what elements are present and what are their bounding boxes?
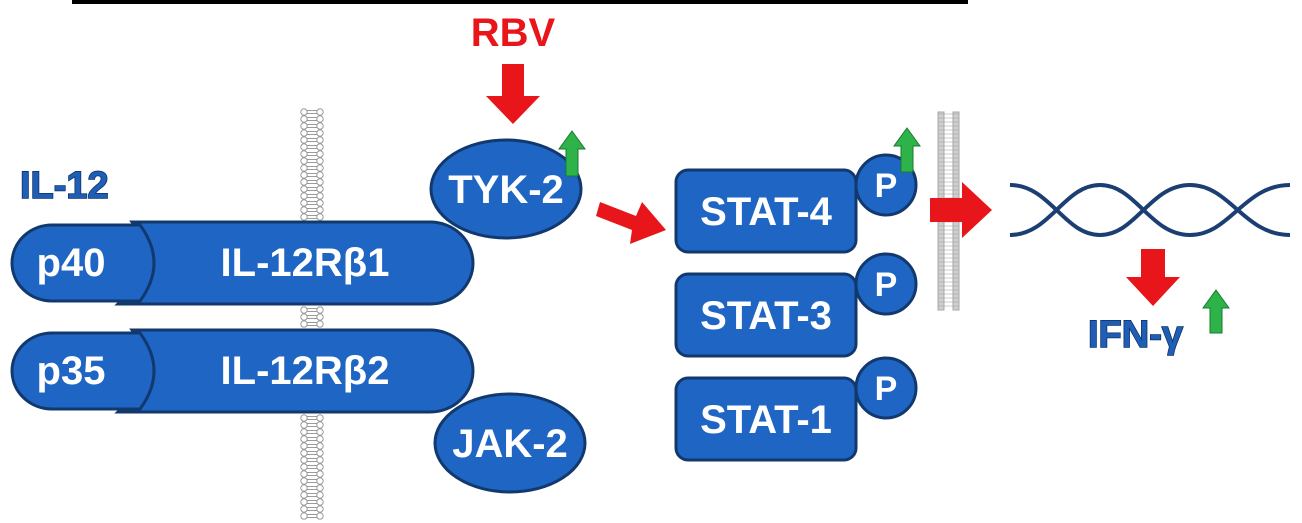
transcription-arrow-icon — [1126, 249, 1180, 306]
nuclear-entry-arrow-icon — [930, 182, 992, 238]
il12-label: IL-12 — [20, 165, 109, 207]
stat3-label: STAT-3 — [700, 294, 832, 338]
stat4-box — [674, 168, 858, 254]
stat3-phospho — [854, 252, 918, 316]
rbv-down-arrow-icon — [486, 64, 540, 124]
rbv-label: RBV — [471, 11, 556, 55]
p40-subunit — [10, 223, 156, 303]
tyk2-up-arrow-icon — [558, 130, 586, 177]
ifn-gamma-label: IFN-γ — [1088, 314, 1183, 356]
tyk2-label: TYK-2 — [448, 168, 564, 212]
p35-subunit — [10, 331, 156, 411]
stat4-phospho-label: P — [875, 167, 898, 205]
stat4-label: STAT-4 — [700, 190, 833, 234]
stat1-box — [674, 376, 858, 462]
jak2-label: JAK-2 — [452, 422, 568, 466]
stat3-phospho-label: P — [875, 266, 898, 304]
dna-helix-icon — [1009, 182, 1291, 238]
p35-label: p35 — [37, 349, 106, 393]
top-rule — [72, 0, 968, 4]
p40-label: p40 — [37, 241, 106, 285]
receptor-beta1-label: IL-12Rβ1 — [221, 241, 390, 285]
stat4-up-arrow-icon — [893, 127, 921, 173]
membrane-bilayer-icon — [300, 108, 324, 520]
tyk2-kinase — [429, 138, 583, 240]
jak2-kinase — [433, 392, 587, 494]
stat1-label: STAT-1 — [700, 398, 832, 442]
stat1-phospho — [854, 356, 918, 420]
receptor-beta2-label: IL-12Rβ2 — [221, 349, 390, 393]
stat1-phospho-label: P — [875, 370, 898, 408]
ifn-up-arrow-icon — [1202, 289, 1230, 334]
activation-arrow-icon — [596, 202, 666, 244]
stat3-box — [674, 272, 858, 358]
